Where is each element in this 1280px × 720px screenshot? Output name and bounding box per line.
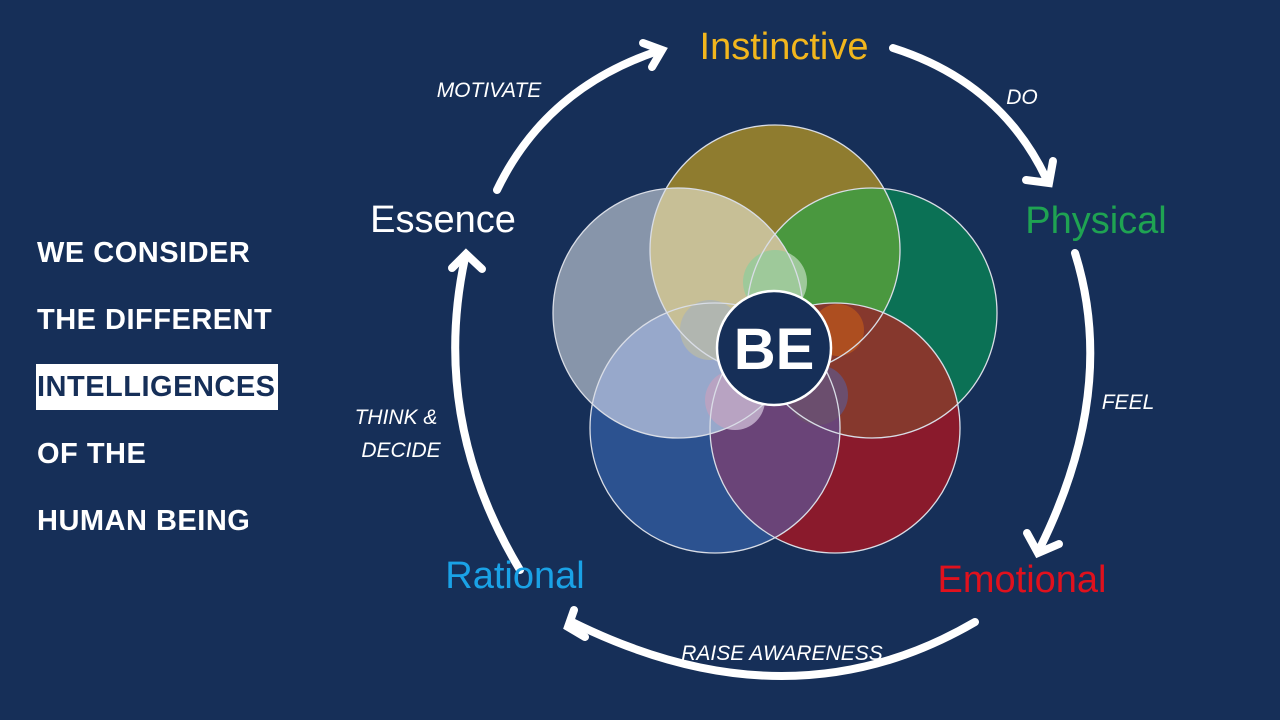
arrow-motivate-head	[639, 39, 668, 71]
arrow-do	[889, 44, 1050, 182]
arrow-raise-awareness	[568, 618, 979, 680]
heading-line-4: OF THE	[37, 438, 147, 470]
heading-line-5: HUMAN BEING	[37, 505, 251, 537]
arrow-feel	[1036, 249, 1095, 552]
node-emotional: Emotional	[938, 559, 1107, 601]
center-label: BE	[734, 317, 815, 382]
outline-emotional	[709, 302, 961, 554]
transition-think: THINK &	[355, 406, 438, 429]
arrow-think-decide-head	[448, 248, 486, 273]
heading-line-3-wrap: INTELLIGENCES	[36, 354, 278, 421]
transition-do: DO	[1006, 86, 1038, 109]
transition-motivate: MOTIVATE	[437, 79, 543, 102]
arrow-think-decide	[451, 254, 524, 574]
arrow-motivate	[493, 48, 659, 194]
node-physical: Physical	[1025, 200, 1167, 242]
outline-rational	[589, 302, 841, 554]
heading-line-3-highlight: INTELLIGENCES	[36, 364, 278, 410]
heading-line-1: WE CONSIDER	[37, 237, 251, 269]
petal-group	[552, 124, 998, 554]
transition-feel: FEEL	[1102, 391, 1155, 414]
transition-decide: DECIDE	[361, 439, 441, 462]
arrow-feel-head	[1023, 529, 1063, 559]
node-rational: Rational	[445, 555, 584, 597]
center-badge	[715, 289, 833, 407]
arrow-raise-awareness-head	[563, 606, 589, 641]
arrow-do-head	[1022, 157, 1057, 188]
node-instinctive: Instinctive	[700, 26, 869, 68]
intelligences-heading: WE CONSIDER THE DIFFERENT INTELLIGENCES …	[36, 220, 278, 555]
transition-raise-awareness: RAISE AWARENESS	[681, 642, 883, 665]
cycle-arrows	[448, 39, 1095, 680]
heading-line-2: THE DIFFERENT	[37, 304, 273, 336]
node-essence: Essence	[370, 199, 516, 241]
